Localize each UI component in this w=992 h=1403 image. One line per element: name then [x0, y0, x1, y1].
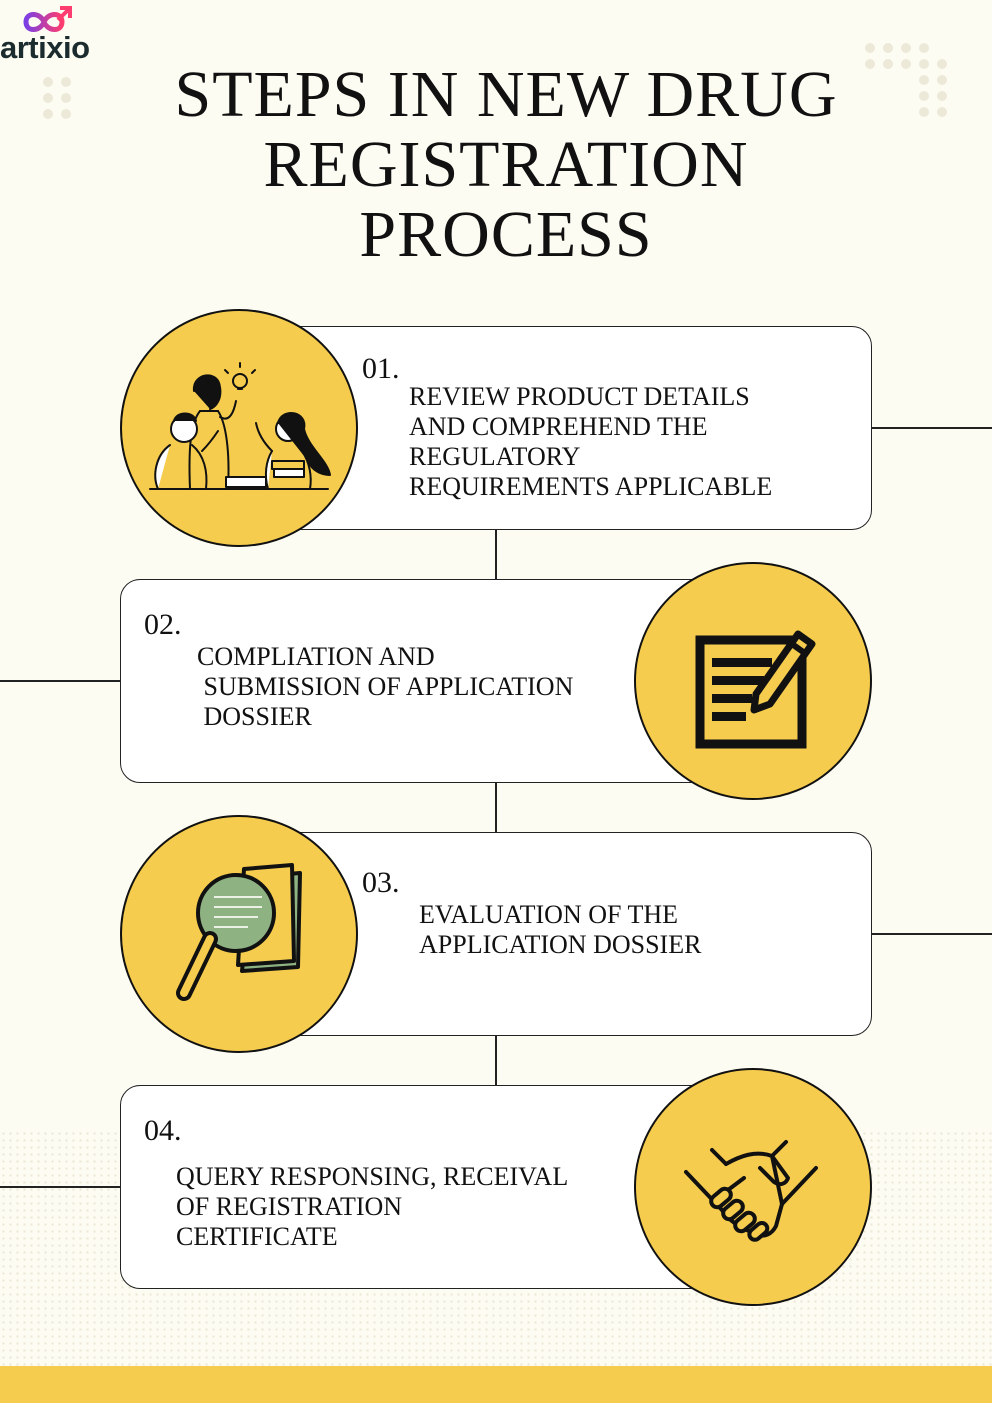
connector-vertical-2: [495, 782, 497, 833]
connector-vertical-1: [495, 529, 497, 580]
step-1-number: 01.: [362, 352, 400, 385]
step-card-3: [276, 832, 872, 1036]
step-4-number: 04.: [144, 1114, 182, 1147]
step-card-1: [276, 326, 872, 530]
bottom-accent-bar: [0, 1366, 992, 1403]
step-1-circle: [120, 309, 358, 547]
magnifier-document-icon: [176, 863, 302, 1001]
connector-right-1: [872, 427, 992, 429]
step-4-circle: [634, 1068, 872, 1306]
brand-name: artixio: [0, 30, 90, 65]
title-line-2: REGISTRATION: [263, 128, 749, 201]
document-edit-icon: [695, 630, 816, 749]
connector-right-3: [872, 933, 992, 935]
connector-left-2: [0, 680, 121, 682]
handshake-icon: [684, 1140, 818, 1242]
step-2-text: COMPLIATION AND SUBMISSION OF APPLICATIO…: [197, 642, 574, 731]
connector-vertical-3: [495, 1035, 497, 1086]
title-line-1: STEPS IN NEW DRUG: [174, 58, 838, 131]
step-1-text: REVIEW PRODUCT DETAILS AND COMPREHEND TH…: [409, 382, 773, 501]
step-3-circle: [120, 815, 358, 1053]
team-discussion-icon: [149, 362, 331, 490]
step-card-4: [120, 1085, 716, 1289]
title-line-3: PROCESS: [359, 198, 653, 271]
step-2-number: 02.: [144, 608, 182, 641]
infinity-logo-icon: [23, 6, 72, 32]
step-3-number: 03.: [362, 866, 400, 899]
decorative-dots-left: [43, 77, 71, 119]
page-title: STEPS IN NEW DRUG REGISTRATION PROCESS: [100, 60, 912, 270]
step-4-text: QUERY RESPONSING, RECEIVAL OF REGISTRATI…: [176, 1162, 569, 1251]
step-3-text: EVALUATION OF THE APPLICATION DOSSIER: [419, 900, 702, 959]
step-card-2: [120, 579, 716, 783]
connector-left-4: [0, 1186, 121, 1188]
step-2-circle: [634, 562, 872, 800]
decorative-dots-right: [865, 43, 947, 117]
